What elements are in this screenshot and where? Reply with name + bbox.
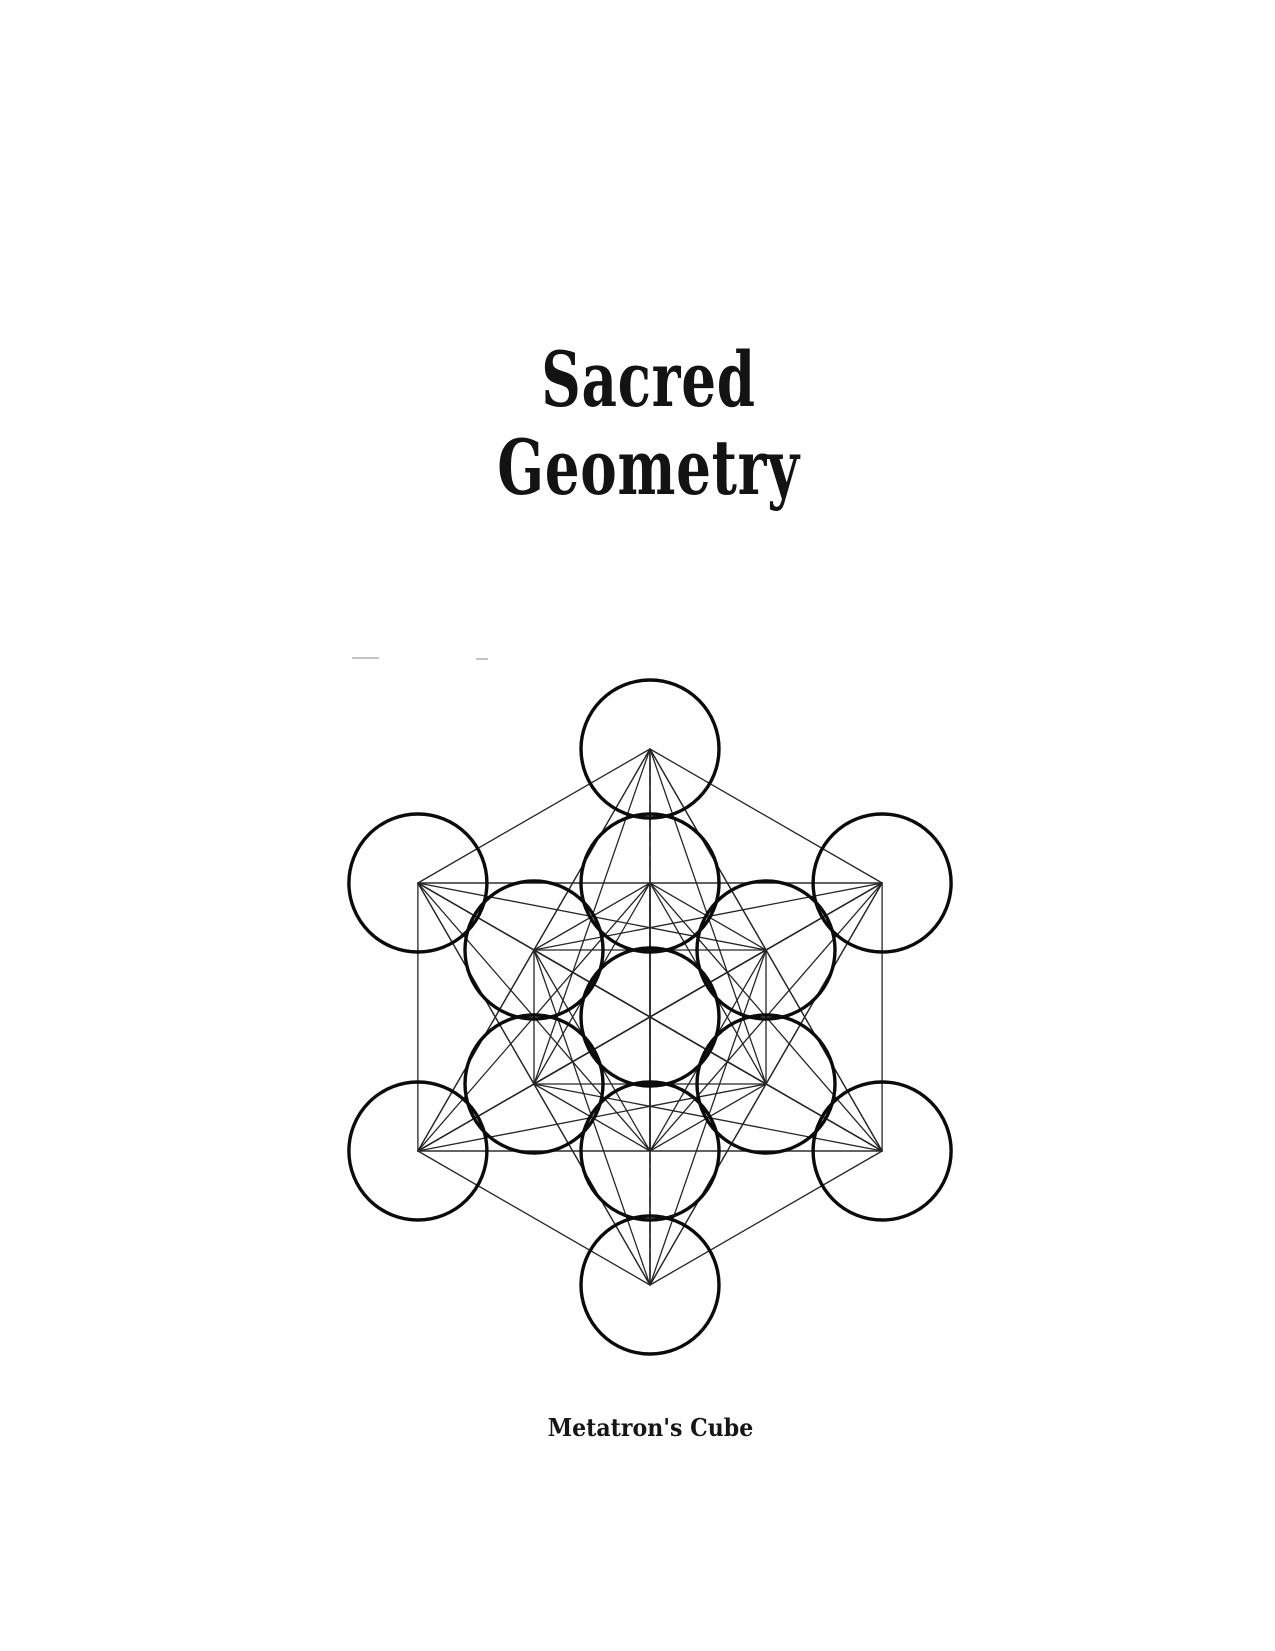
figure-circle-inner-2 [695, 1013, 837, 1155]
figure-circle-inner-5 [463, 879, 605, 1021]
figure-circle-outer-2 [811, 1080, 953, 1222]
connection-line [417, 748, 651, 884]
figure-circle-inner-3 [579, 1080, 721, 1222]
page-title-line-1: Sacred [541, 335, 756, 424]
figure-circles [347, 678, 953, 1356]
connection-line [649, 882, 883, 1152]
connection-line [649, 748, 883, 884]
figure-circle-inner-0 [579, 812, 721, 954]
connection-line [417, 882, 883, 1152]
connection-line [533, 1083, 883, 1152]
connection-lines [417, 748, 883, 1286]
figure-circle-inner-4 [463, 1013, 605, 1155]
figure-circle-outer-4 [347, 1080, 489, 1222]
figure-circle-outer-5 [347, 812, 489, 954]
figure-circle-outer-1 [811, 812, 953, 954]
connection-line [533, 748, 651, 1085]
figure-circle-outer-3 [579, 1214, 721, 1356]
connection-line [533, 949, 651, 1286]
figure-circle-center [579, 946, 721, 1088]
page-title-line-2: Geometry [497, 423, 800, 512]
figure-circle-inner-1 [695, 879, 837, 1021]
scan-artifacts [352, 657, 488, 660]
connection-line [417, 882, 651, 1286]
figure-caption: Metatron's Cube [547, 1413, 754, 1442]
connection-line [649, 1150, 883, 1286]
page-title: Sacred Geometry [11, 336, 1275, 512]
connection-line [417, 1150, 651, 1286]
connection-line [533, 882, 883, 951]
figure-circle-outer-0 [579, 678, 721, 820]
